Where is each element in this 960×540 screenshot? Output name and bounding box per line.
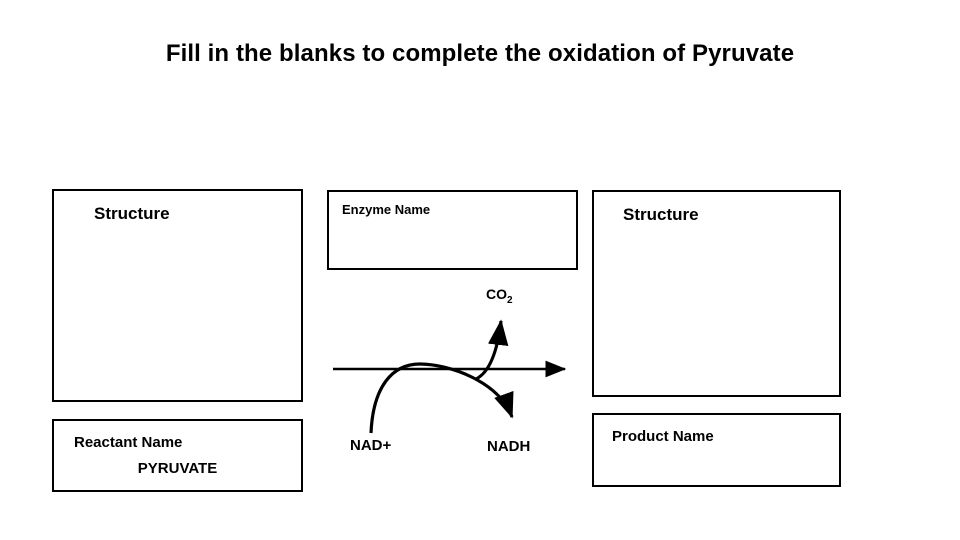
co2-subscript: 2: [507, 294, 513, 306]
product-name-box[interactable]: Product Name: [592, 413, 841, 487]
reactant-name-label: Reactant Name: [74, 434, 183, 451]
enzyme-name-box[interactable]: Enzyme Name: [327, 190, 578, 270]
nad-to-nadh-curve: [369, 362, 514, 434]
product-name-label: Product Name: [612, 428, 714, 445]
enzyme-name-label: Enzyme Name: [342, 202, 431, 217]
product-structure-box[interactable]: Structure: [592, 190, 841, 397]
reactant-structure-box[interactable]: Structure: [52, 189, 303, 402]
co2-label: CO2: [486, 286, 513, 306]
product-structure-label: Structure: [623, 205, 699, 224]
nad-plus-label: NAD+: [350, 437, 392, 454]
co2-formula-text: CO: [486, 286, 507, 302]
co2-release-arrow: [475, 319, 509, 381]
reaction-arrow-diagram: [320, 275, 590, 490]
reactant-name-box[interactable]: Reactant Name PYRUVATE: [52, 419, 303, 492]
reactant-structure-label: Structure: [94, 204, 170, 223]
nadh-label: NADH: [487, 438, 531, 455]
page-title: Fill in the blanks to complete the oxida…: [165, 40, 795, 67]
reactant-name-value: PYRUVATE: [137, 460, 218, 477]
